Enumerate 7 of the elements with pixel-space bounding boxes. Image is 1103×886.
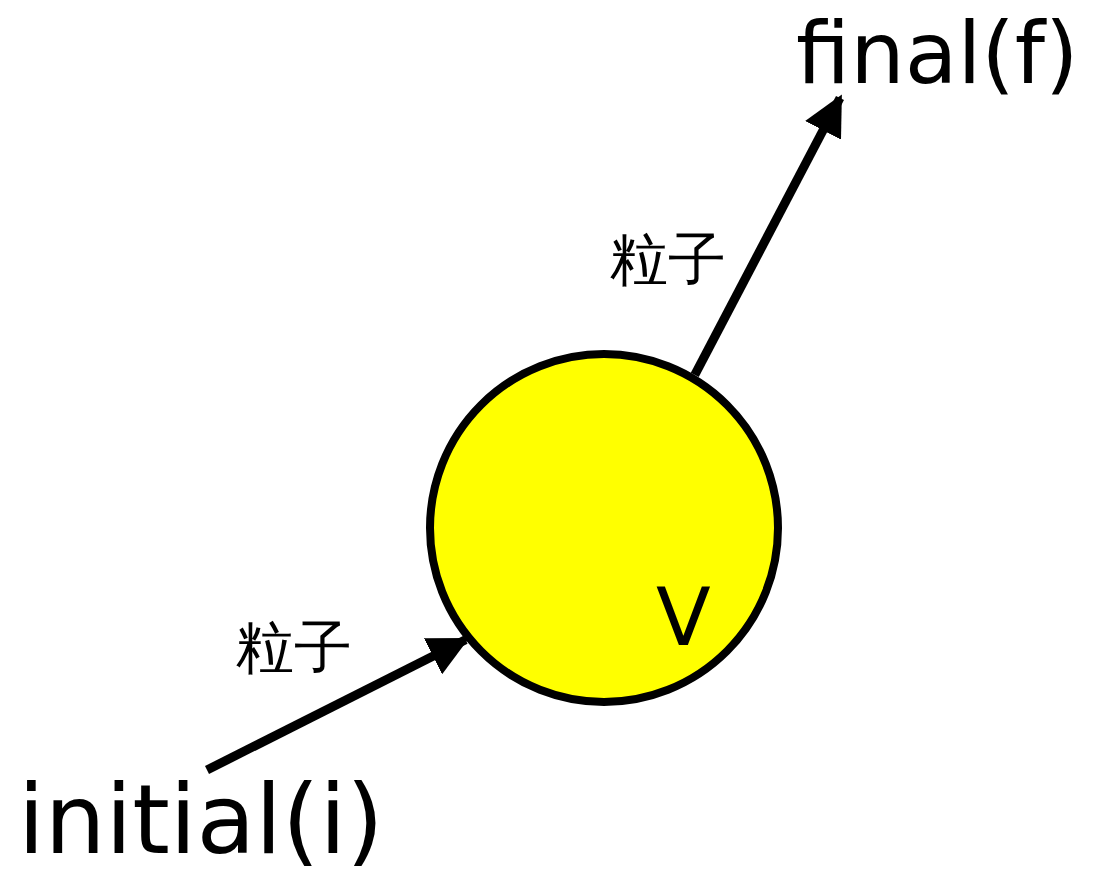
edge-label: 粒子 [610,230,726,288]
edge-label: 粒子 [236,618,352,676]
state-label: initial(i) [18,772,384,868]
region-label: V [656,578,711,658]
arrow [690,94,844,377]
arrow [204,635,470,774]
state-label: final(f) [796,10,1079,96]
